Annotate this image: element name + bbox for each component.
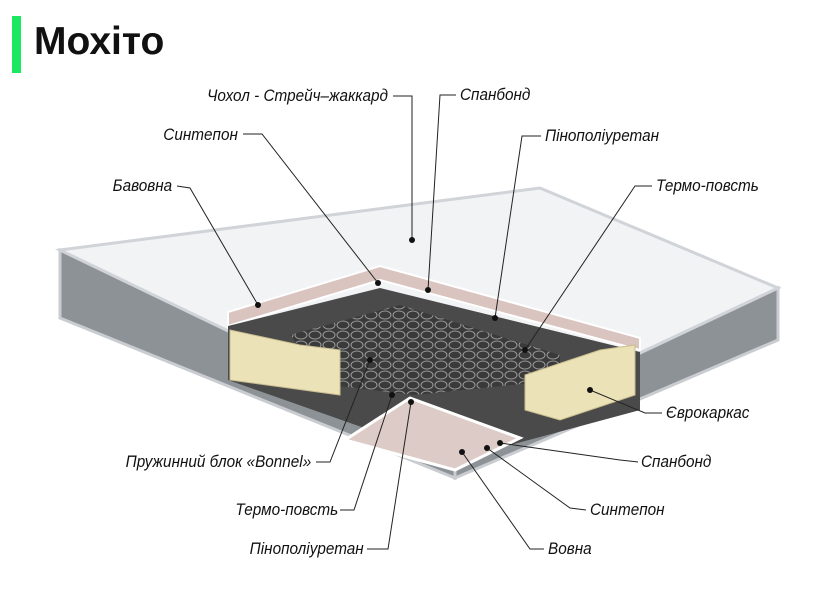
spring-block [290, 305, 560, 395]
label-sintepon-top: Синтепон [163, 125, 238, 144]
label-ppu-bottom: Пінополіуретан [249, 539, 364, 558]
label-spring-block: Пружинний блок «Bonnel» [125, 452, 311, 471]
title-accent-bar [12, 16, 21, 73]
leader-lines [176, 94, 662, 550]
eurocarcass-left [229, 329, 341, 396]
leader-dots [255, 237, 593, 455]
label-eurocarcass: Єврокаркас [666, 403, 750, 422]
label-spunbond-top: Спанбонд [460, 85, 531, 104]
label-sintepon-bottom: Синтепон [590, 500, 665, 519]
eurocarcass-right [524, 344, 636, 421]
label-cover: Чохол - Стрейч–жаккард [207, 86, 388, 105]
label-thermo-bottom: Термо-повсть [235, 500, 338, 519]
label-cotton: Бавовна [112, 176, 172, 195]
label-spunbond-bottom: Спанбонд [641, 452, 712, 471]
cutout-bottom-layers [341, 396, 524, 472]
page-title: Мохіто [34, 20, 165, 63]
label-wool: Вовна [548, 539, 592, 558]
label-ppu-top: Пінополіуретан [545, 126, 660, 145]
label-thermo-top: Термо-повсть [656, 176, 759, 195]
